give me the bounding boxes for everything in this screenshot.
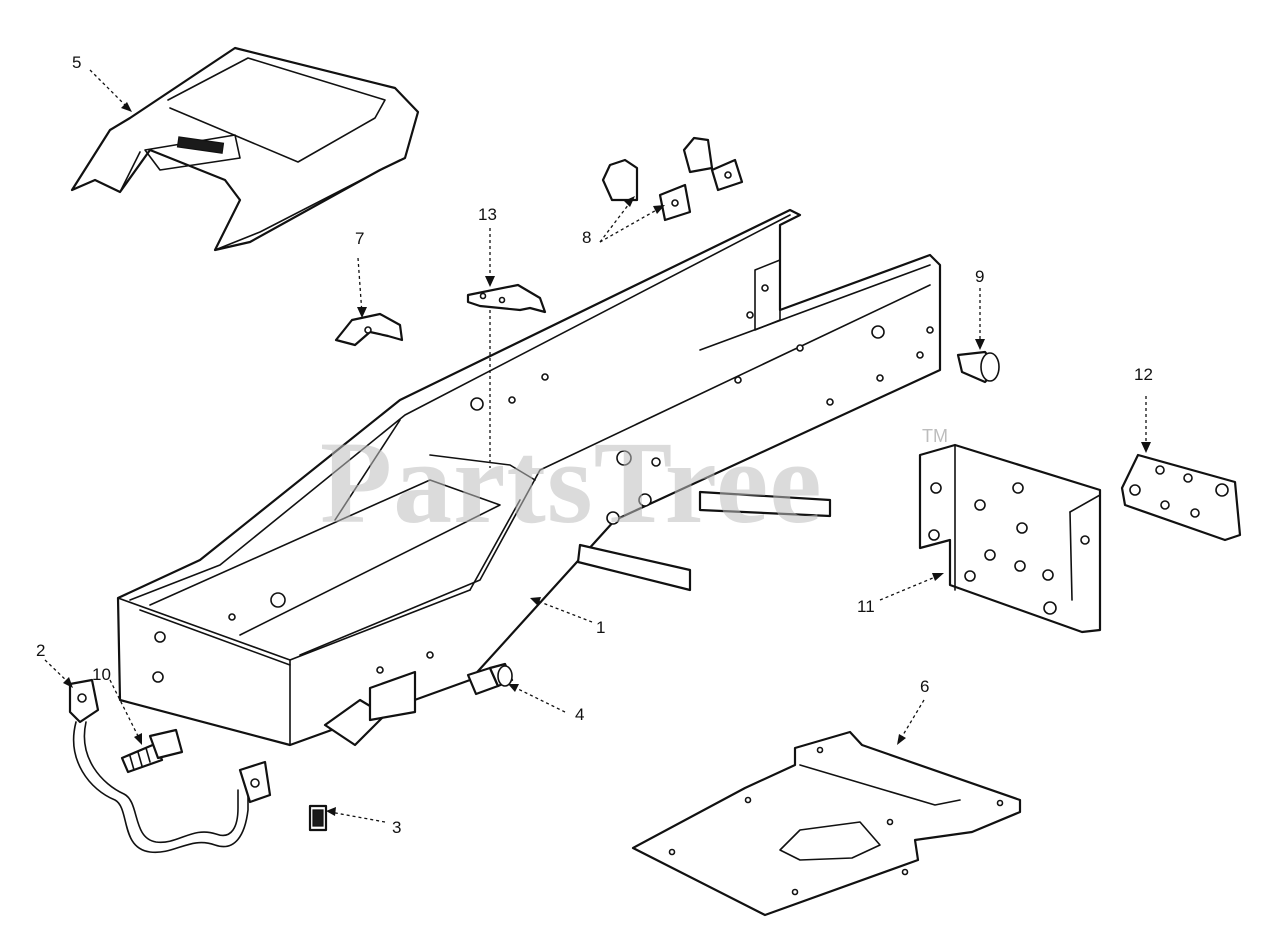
callout-3[interactable]: 3 xyxy=(392,818,401,837)
part-5-seat-pan[interactable] xyxy=(70,46,420,252)
callout-13[interactable]: 13 xyxy=(478,205,497,224)
callout-4[interactable]: 4 xyxy=(575,705,584,724)
callout-10[interactable]: 10 xyxy=(92,665,111,684)
callout-7[interactable]: 7 xyxy=(355,229,364,248)
watermark: PartsTree TM xyxy=(320,417,948,548)
callout-1[interactable]: 1 xyxy=(596,618,605,637)
part-6-base-plate[interactable] xyxy=(631,730,1022,917)
leaders xyxy=(44,69,1151,823)
part-12-pivot-plate[interactable] xyxy=(1120,453,1242,542)
callout-6[interactable]: 6 xyxy=(920,677,929,696)
part-7-bracket[interactable] xyxy=(334,312,404,347)
part-1-main-frame[interactable] xyxy=(116,208,942,747)
callout-2[interactable]: 2 xyxy=(36,641,45,660)
watermark-trademark: TM xyxy=(922,426,948,446)
callout-11[interactable]: 11 xyxy=(857,597,875,616)
part-8-brackets[interactable] xyxy=(601,136,744,222)
callout-5[interactable]: 5 xyxy=(72,53,81,72)
part-13-plate[interactable] xyxy=(466,283,547,314)
callout-8[interactable]: 8 xyxy=(582,228,591,247)
callout-9[interactable]: 9 xyxy=(975,267,984,286)
part-4-bolt[interactable] xyxy=(466,662,514,696)
callout-12[interactable]: 12 xyxy=(1134,365,1153,384)
part-2-cable[interactable] xyxy=(68,678,272,854)
part-10-bolt[interactable] xyxy=(120,728,184,774)
part-11-mount-bracket[interactable] xyxy=(918,443,1102,634)
part-3-clip[interactable] xyxy=(308,804,328,832)
callouts: 5 7 13 8 9 12 11 1 4 6 3 2 10 xyxy=(36,53,1153,837)
part-9-bushing[interactable] xyxy=(956,350,1000,384)
watermark-text: PartsTree xyxy=(320,417,823,548)
